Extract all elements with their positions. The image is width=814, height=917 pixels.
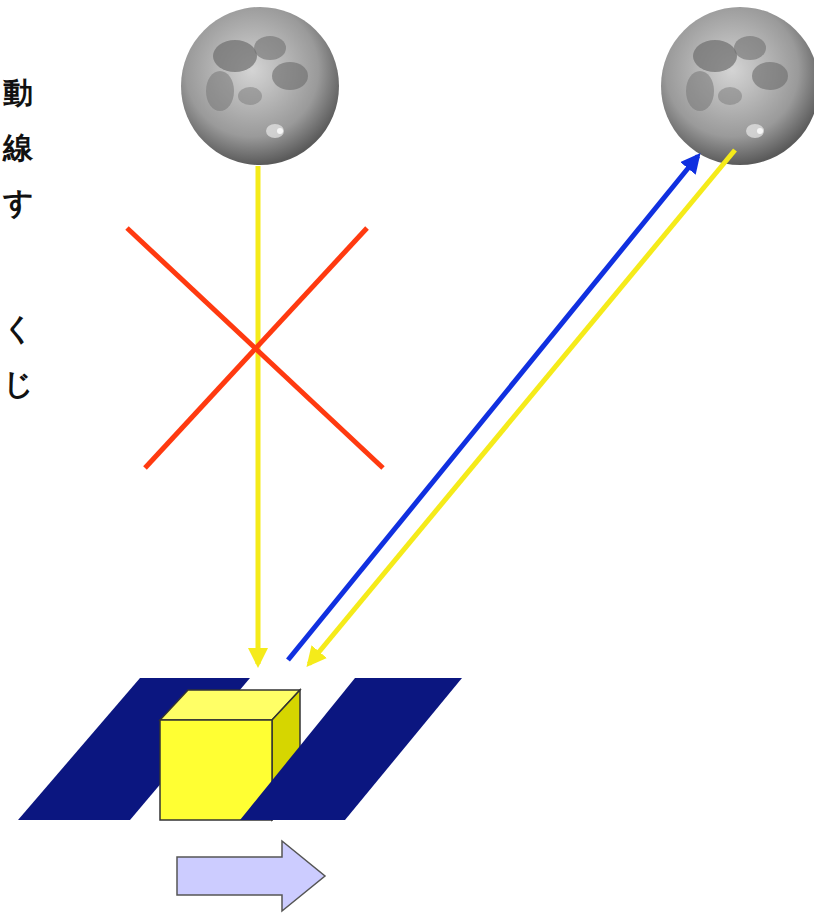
motion-arrow: [177, 841, 325, 911]
note-text: 線: [3, 131, 33, 164]
light-ray: [309, 150, 735, 664]
cross-mark: [127, 228, 383, 468]
moon: [661, 7, 814, 165]
solar-panel: [240, 678, 462, 820]
note-text: す: [3, 186, 34, 219]
note-text: く: [3, 312, 34, 345]
moon: [181, 7, 339, 165]
note-text: じ: [3, 367, 34, 400]
pointing-ray: [288, 156, 698, 660]
light-ray: [256, 166, 261, 664]
note-text: 動: [3, 76, 33, 109]
cross-mark: [145, 228, 367, 468]
